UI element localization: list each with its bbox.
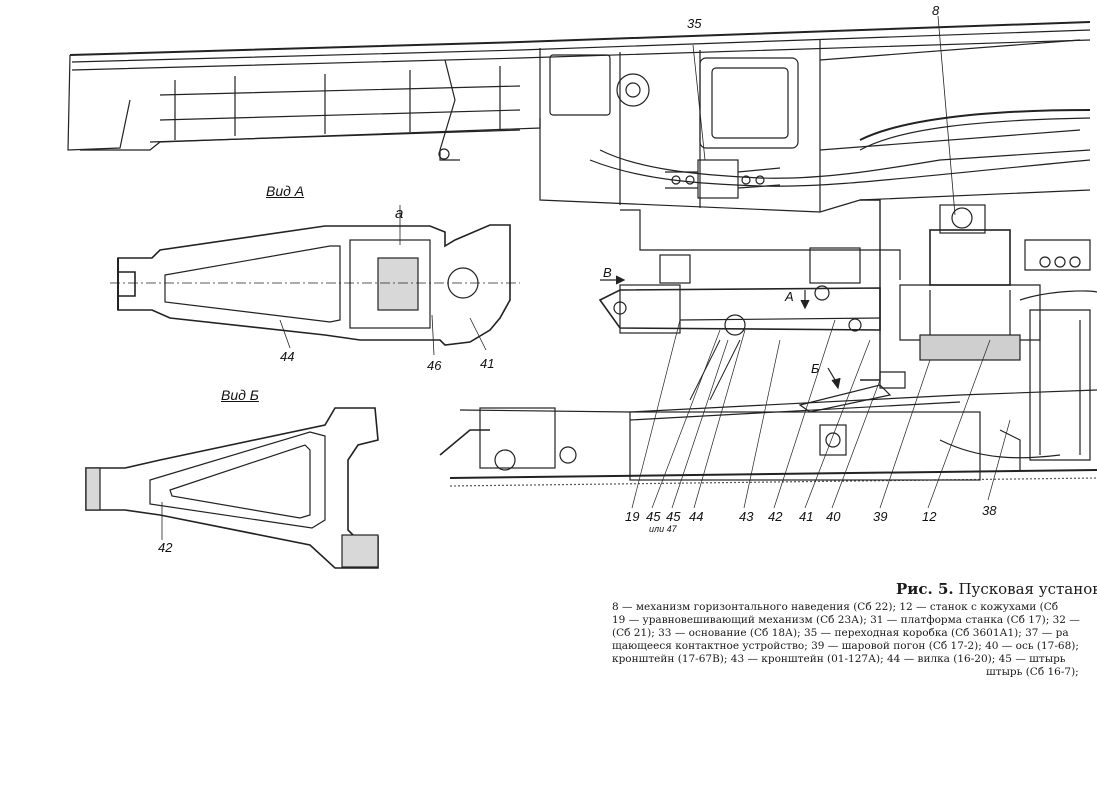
view-b-drawing [85,407,379,569]
caption-line: 19 — уравновешивающий механизм (Сб 23А);… [612,614,1080,626]
junction-box [665,44,781,199]
caption-line: (Сб 21); 33 — основание (Сб 18А); 35 — п… [612,627,1069,639]
label-35: 35 [687,16,702,31]
label-45-a: 45 [646,509,661,524]
label-38: 38 [982,503,997,518]
label-41-view-a: 41 [480,356,495,371]
label-12: 12 [922,509,937,524]
label-42: 42 [768,509,783,524]
label-19: 19 [625,509,640,524]
label-39: 39 [873,509,888,524]
view-arrows [600,275,841,390]
traverse-mechanism [860,199,1097,470]
leader-lines [631,319,1011,509]
label-a: а [395,205,404,222]
caption-title-text: Пусковая установка [958,580,1097,598]
label-40: 40 [826,509,841,524]
label-view-b-arrow: В [603,265,612,280]
label-46: 46 [427,358,442,373]
caption-line: кронштейн (17-67В); 43 — кронштейн (01-1… [612,653,1066,665]
caption-line: штырь (Сб 16-7); [986,666,1079,678]
label-42-view-b: 42 [158,540,173,555]
caption-title: Рис. 5. Пусковая установка [896,580,1097,598]
label-41: 41 [799,509,814,524]
caption-line: щающееся контактное устройство; 39 — шар… [612,640,1079,652]
label-44-view-a: 44 [280,349,295,364]
caption-line: 8 — механизм горизонтального наведения (… [612,601,1059,613]
view-a-drawing [110,205,520,356]
caption-prefix: Рис. 5. [896,580,954,598]
label-view-bb-arrow: Б [811,361,820,376]
label-or-47: или 47 [649,524,677,534]
label-43: 43 [739,509,754,524]
label-45-b: 45 [666,509,681,524]
view-b-title: Вид Б [221,387,259,403]
base-assembly [439,209,1097,487]
label-8: 8 [932,3,940,18]
label-view-a-arrow: А [785,289,794,304]
view-a-title: Вид А [266,183,305,199]
label-44: 44 [689,509,704,524]
launcher-rail [67,21,1091,213]
